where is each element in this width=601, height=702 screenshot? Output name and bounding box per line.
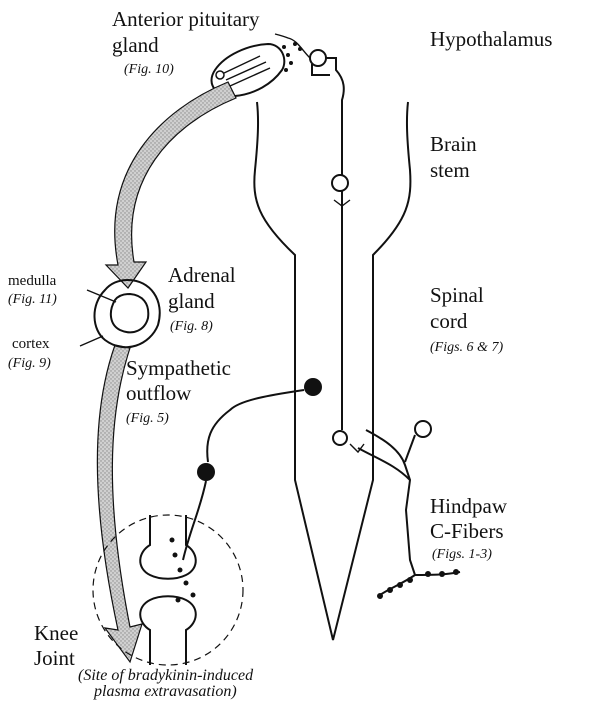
- label-brain-stem-1: Brain: [430, 132, 477, 156]
- label-adrenal-fig: (Fig. 8): [170, 319, 213, 334]
- label-adrenal-2: gland: [168, 289, 215, 313]
- postganglionic-soma: [197, 463, 215, 481]
- label-hindpaw-fig: (Figs. 1-3): [432, 547, 492, 562]
- acth-arrow: [106, 82, 236, 288]
- label-hindpaw-1: Hindpaw: [430, 494, 508, 518]
- hypothalamo-pituitary-axon: [275, 34, 310, 58]
- label-spinal-cord-2: cord: [430, 309, 468, 333]
- label-cortex: cortex: [12, 336, 50, 352]
- label-sympathetic-2: outflow: [126, 381, 192, 405]
- drg-soma: [415, 421, 431, 437]
- label-site-caption-1: (Site of bradykinin-induced: [78, 667, 254, 684]
- label-spinal-cord-1: Spinal: [430, 283, 484, 307]
- label-hindpaw-2: C-Fibers: [430, 519, 504, 543]
- label-knee-2: Joint: [34, 646, 75, 670]
- label-cortex-fig: (Fig. 9): [8, 356, 51, 371]
- hypothalamus-neuron-soma: [310, 50, 326, 66]
- label-brain-stem-2: stem: [430, 158, 470, 182]
- spinal-neuron-soma: [333, 431, 347, 445]
- preganglionic-soma: [304, 378, 322, 396]
- brainstem-neuron-soma: [332, 175, 348, 191]
- label-sympathetic-1: Sympathetic: [126, 356, 231, 380]
- label-sympathetic-fig: (Fig. 5): [126, 411, 169, 426]
- label-medulla-fig: (Fig. 11): [8, 292, 57, 307]
- label-hypothalamus: Hypothalamus: [430, 27, 552, 51]
- label-knee-1: Knee: [34, 621, 78, 645]
- label-anterior-pituitary-2: gland: [112, 33, 159, 57]
- label-spinal-cord-fig: (Figs. 6 & 7): [430, 340, 503, 355]
- label-anterior-pituitary-1: Anterior pituitary: [112, 7, 260, 31]
- label-adrenal-1: Adrenal: [168, 263, 236, 287]
- label-site-caption-2: plasma extravasation): [93, 683, 237, 700]
- adrenal-gland: [80, 280, 160, 347]
- label-medulla: medulla: [8, 273, 57, 289]
- label-anterior-pituitary-fig: (Fig. 10): [124, 62, 174, 77]
